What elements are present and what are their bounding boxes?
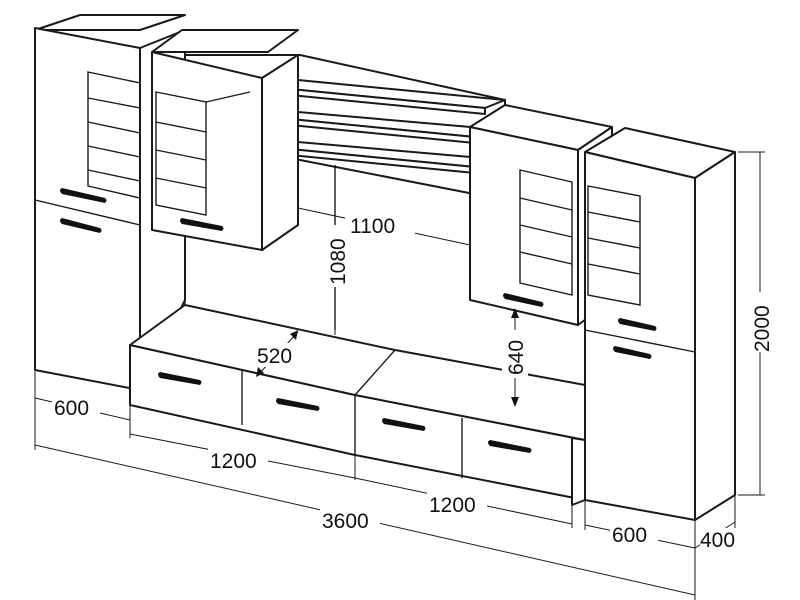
- total-length-label: 3600: [322, 510, 369, 533]
- right-cabinet-width-label: 600: [612, 524, 647, 547]
- shelf-width-label: 1100: [350, 215, 395, 238]
- cabinet-depth-label: 400: [700, 529, 735, 552]
- dimension-labels: 1100 1080 640 2000 520 600 1200 1200 360…: [52, 212, 774, 552]
- tv-stand-depth-label: 520: [257, 345, 292, 368]
- left-wall-cabinet: [151, 29, 299, 251]
- handle-icon: [276, 398, 320, 411]
- cabinet-height-label: 2000: [751, 305, 774, 352]
- handle-icon: [488, 440, 532, 453]
- right-tall-cabinet: [584, 127, 736, 521]
- handle-icon: [158, 372, 202, 385]
- handle-icon: [382, 418, 426, 431]
- tv-stand-section-2-label: 1200: [429, 494, 476, 517]
- handle-icon: [618, 318, 657, 331]
- tv-stand-section-1-label: 1200: [210, 450, 257, 473]
- handle-icon: [60, 188, 107, 203]
- handle-icon: [180, 218, 224, 231]
- handle-icon: [613, 346, 652, 359]
- wall-shelf-height-label: 1080: [327, 238, 350, 285]
- handle-icon: [503, 293, 544, 307]
- handle-icon: [60, 218, 102, 233]
- left-cabinet-width-label: 600: [54, 397, 89, 420]
- gap-height-label: 640: [505, 340, 528, 375]
